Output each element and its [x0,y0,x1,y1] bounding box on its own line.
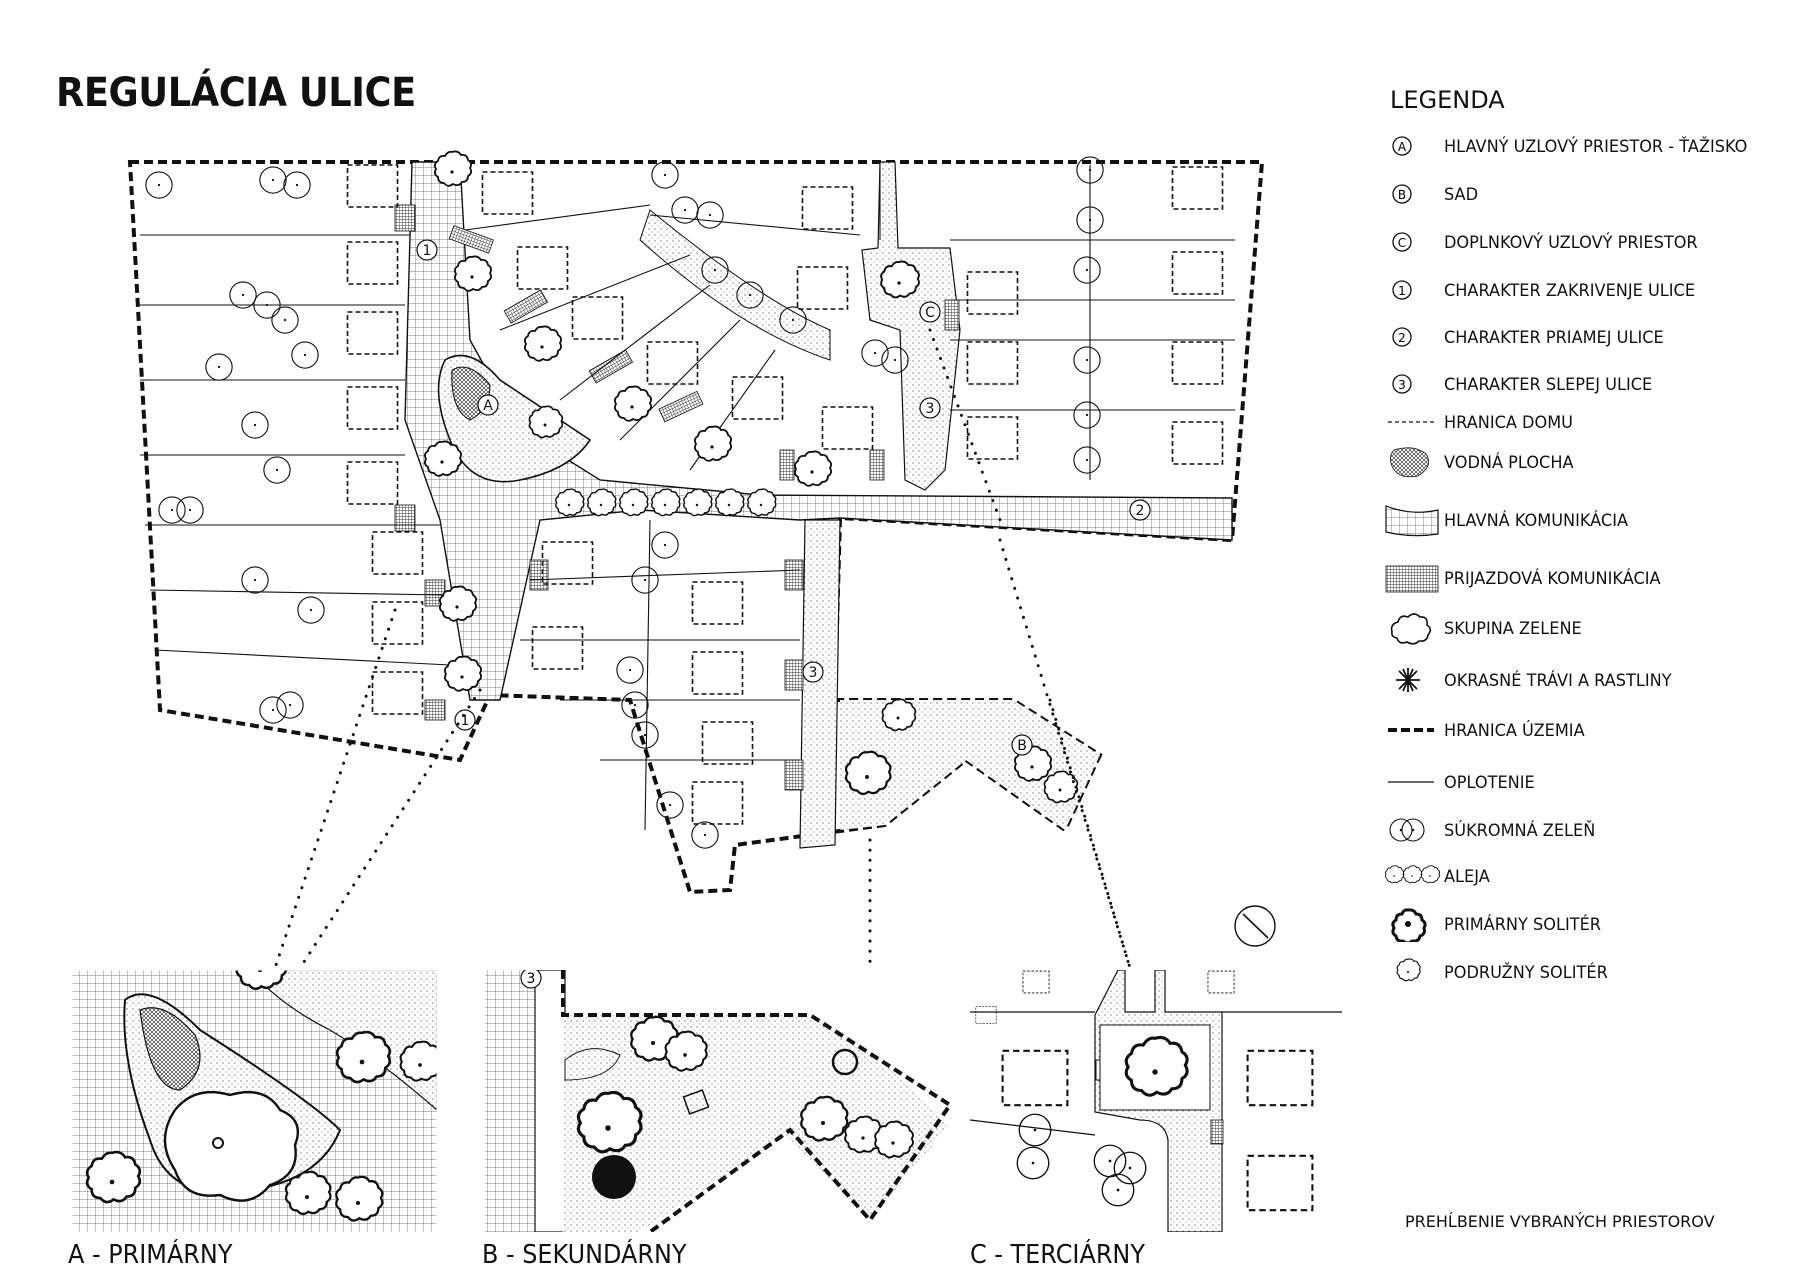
page-title: REGULÁCIA ULICE [56,70,416,116]
legend-item-tree-group: SKUPINA ZELENE [1384,610,1804,646]
svg-text:2: 2 [1398,331,1406,345]
legend-label: PRIMÁRNY SOLITÉR [1444,915,1602,935]
legend-label: PRIJAZDOVÁ KOMUNIKÁCIA [1444,569,1661,589]
legend-item-water: VODNÁ PLOCHA [1384,444,1804,480]
marker-1-top: 1 [423,243,432,259]
legend-item-fence: OPLOTENIE [1384,764,1804,800]
legend-label: HLAVNÁ KOMUNIKÁCIA [1444,511,1629,531]
legend-label: SÚKROMNÁ ZELEŇ [1444,821,1596,841]
letter-c-circle-icon: C [1392,232,1412,252]
legend-label: CHARAKTER PRIAMEJ ULICE [1444,328,1664,348]
marker-3-lane: 3 [809,665,818,681]
legend-label: CHARAKTER ZAKRIVENJE ULICE [1444,281,1696,301]
number-2-circle-icon: 2 [1392,327,1412,347]
legend-label: OPLOTENIE [1444,773,1535,793]
legend-item-curved-street: 1 CHARAKTER ZAKRIVENJE ULICE [1384,272,1804,308]
water-hatch-icon [1390,447,1430,478]
legend-item-straight-street: 2 CHARAKTER PRIAMEJ ULICE [1384,319,1804,355]
svg-text:1: 1 [1398,284,1406,298]
legend-item-orchard: B SAD [1384,176,1804,212]
svg-text:3: 3 [1398,378,1406,392]
legend-label: SKUPINA ZELENE [1444,619,1582,639]
north-arrow-icon [1234,905,1276,947]
bold-wavy-circle-icon [1391,908,1427,942]
legend-item-ornamental-grass: OKRASNÉ TRÁVI A RASTLINY [1384,662,1804,698]
tree-cluster-icon [1390,613,1432,645]
double-circle-icon [1389,818,1425,842]
legend-item-house-boundary: HRANICA DOMU [1384,404,1804,440]
legend-label: HLAVNÝ UZLOVÝ PRIESTOR - ŤAŽISKO [1444,137,1748,157]
svg-text:C: C [1398,236,1406,250]
legend-title: LEGENDA [1390,86,1505,114]
detail-caption-b: B - SEKUNDÁRNY [482,1240,687,1270]
marker-a: A [483,398,493,414]
legend-label: VODNÁ PLOCHA [1444,453,1574,473]
number-1-circle-icon: 1 [1392,280,1412,300]
dense-hatch-icon [1385,565,1439,593]
legend-item-secondary-node: C DOPLNKOVÝ UZLOVÝ PRIESTOR [1384,224,1804,260]
legend-label: OKRASNÉ TRÁVI A RASTLINY [1444,671,1672,691]
legend-label: ALEJA [1444,867,1490,887]
letter-b-circle-icon: B [1392,184,1412,204]
footnote: PREHĹBENIE VYBRANÝCH PRIESTOROV [1405,1212,1715,1231]
triple-wavy-circle-icon [1384,865,1440,884]
legend-label: DOPLNKOVÝ UZLOVÝ PRIESTOR [1444,233,1698,253]
ornamental-grass-icon [1396,668,1420,692]
legend-item-primary-solitaire: PRIMÁRNY SOLITÉR [1384,906,1804,942]
detail-panel-a [71,969,438,1233]
legend-label: CHARAKTER SLEPEJ ULICE [1444,375,1653,395]
legend-label: HRANICA ÚZEMIA [1444,721,1585,741]
marker-2: 2 [1136,503,1145,519]
legend-label: HRANICA DOMU [1444,413,1573,433]
legend-item-driveway: PRIJAZDOVÁ KOMUNIKÁCIA [1384,560,1804,596]
svg-text:B: B [1398,188,1406,202]
legend-item-dead-end-street: 3 CHARAKTER SLEPEJ ULICE [1384,366,1804,402]
legend-item-private-greenery: SÚKROMNÁ ZELEŇ [1384,812,1804,848]
letter-a-circle-icon: A [1392,136,1412,156]
detail-panel-c [970,970,1342,1232]
grid-road-icon [1385,505,1439,537]
detail-caption-c: C - TERCIÁRNY [970,1240,1145,1270]
thick-dashed-line-icon [1388,728,1434,732]
legend-item-site-boundary: HRANICA ÚZEMIA [1384,712,1804,748]
svg-text:A: A [1398,140,1407,154]
detail-panel-b: 3 [485,970,950,1232]
legend-label: PODRUŽNY SOLITÉR [1444,963,1608,983]
dashed-line-icon [1388,421,1434,423]
marker-c: C [925,305,935,321]
wavy-circle-icon [1396,958,1421,982]
legend-item-alley: ALEJA [1384,858,1804,894]
legend-item-main-node: A HLAVNÝ UZLOVÝ PRIESTOR - ŤAŽISKO [1384,128,1804,164]
panel-b-marker-3: 3 [527,971,536,987]
legend-label: SAD [1444,185,1479,205]
number-3-circle-icon: 3 [1392,374,1412,394]
legend-item-main-road: HLAVNÁ KOMUNIKÁCIA [1384,502,1804,538]
marker-3-upper: 3 [926,401,935,417]
legend-item-secondary-solitaire: PODRUŽNY SOLITÉR [1384,954,1804,990]
marker-1-bottom: 1 [461,713,470,729]
marker-b: B [1017,738,1027,754]
detail-caption-a: A - PRIMÁRNY [68,1240,233,1270]
thin-line-icon [1388,781,1434,783]
